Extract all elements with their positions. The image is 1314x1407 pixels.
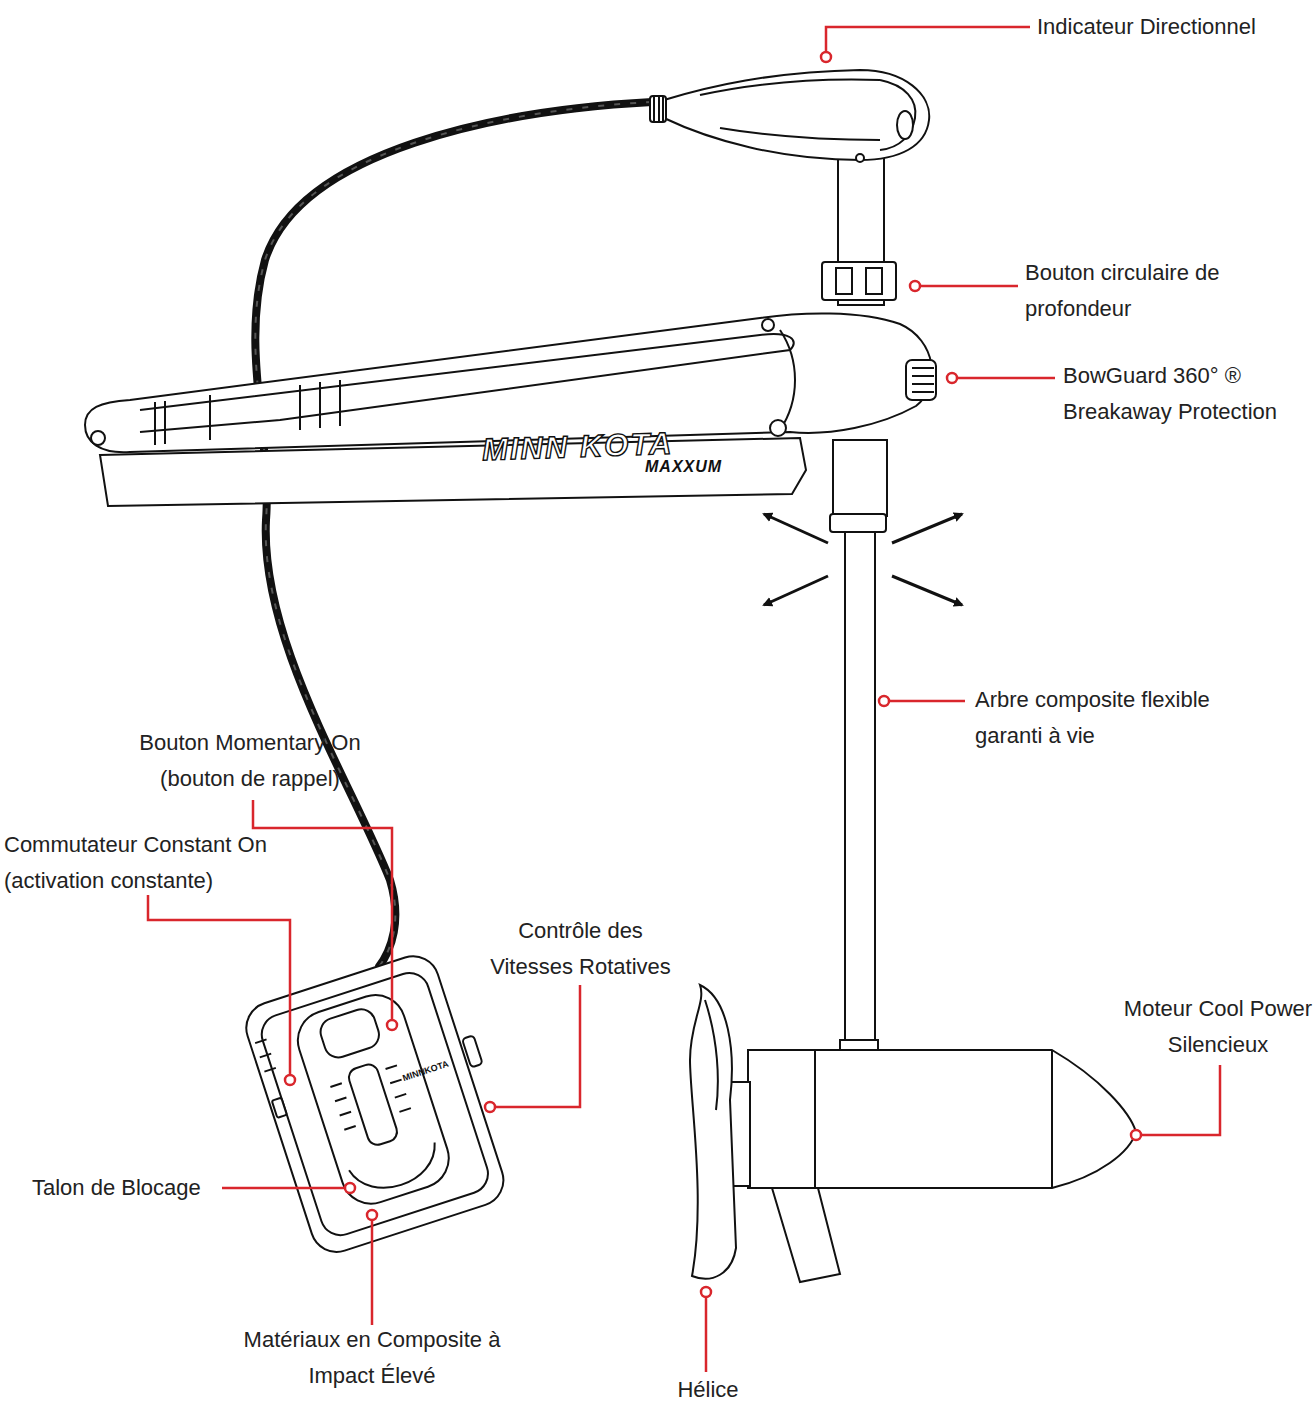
leader-line [253,800,392,1025]
head-detail [856,154,864,162]
pivot [91,431,105,445]
part-label: Moteur Cool Power Silencieux [1122,991,1314,1063]
flex-arrow [892,514,962,543]
leader-dot [1131,1130,1141,1140]
leader-dot [345,1183,355,1193]
vent [912,368,934,392]
part-label: Hélice [666,1372,750,1407]
head-detail [700,80,880,140]
heel-lock [349,1142,444,1198]
cable [255,102,652,968]
leader-dot [485,1102,495,1112]
depth-collar [866,268,882,294]
motor-head [650,70,929,305]
part-label: Indicateur Directionnel [1037,9,1256,45]
momentary-button [317,1006,383,1061]
leader-dot [879,696,889,706]
leader-line [952,377,1055,380]
part-label: Contrôle des Vitesses Rotatives [478,913,683,985]
leader-line [826,27,1030,57]
strain-relief [650,96,666,122]
model-logo: MAXXUM [645,458,722,476]
propeller-blade [690,985,736,1279]
leader-line [490,985,580,1107]
leader-dot [910,281,920,291]
flex-arrow [764,514,828,543]
lower-unit [690,985,1136,1282]
leader-line [915,285,1018,288]
shaft-sleeve [833,440,887,516]
shaft [830,440,887,1044]
head-detail [897,111,913,139]
depth-collar [822,262,896,300]
pivot [770,420,786,436]
leader-line [1136,1065,1220,1135]
arm-detail [140,334,794,432]
flex-arrows [764,514,962,605]
leader-dot [367,1210,377,1220]
arm-detail [780,330,795,430]
part-label: BowGuard 360° ® Breakaway Protection [1063,358,1313,430]
constant-switch [272,1098,287,1118]
pedal-detail [255,1039,276,1071]
arm-detail [155,380,340,445]
leader-line [705,1292,708,1372]
propeller-detail [705,1000,718,1110]
leader-line [884,700,965,703]
strain-relief [654,96,663,122]
pedal-housing [257,968,494,1241]
part-label: Arbre composite flexible garanti à vie [975,682,1247,754]
bow-mount [85,313,936,506]
leader-dot [701,1287,711,1297]
pedal-housing [240,950,511,1259]
motor-body [748,1050,1136,1188]
leader-line [222,1187,350,1190]
composite-shaft [845,532,875,1044]
pedal-plate [290,987,456,1211]
leader-dot [947,373,957,383]
cable-braid [255,102,652,968]
pedal-logo: MINNKOTA [401,1059,450,1083]
vent [906,360,936,400]
part-label: Bouton circulaire de profondeur [1025,255,1220,327]
leader-dots [285,52,1141,1297]
foot-pedal [240,945,525,1259]
head-detail [880,80,915,150]
shaft-collar [830,514,886,532]
leader-line [148,895,290,1080]
leader-dot [387,1020,397,1030]
part-label: Commutateur Constant On (activation cons… [4,827,304,899]
pedal-grip [330,1065,410,1129]
control-head [664,70,929,160]
part-label: Matériaux en Composite à Impact Élevé [226,1322,518,1394]
speed-dial [462,1035,483,1067]
flex-arrow [892,576,962,605]
pivot [762,319,774,331]
skeg [772,1188,840,1282]
leader-line [371,1215,374,1325]
part-label: Bouton Momentary On (bouton de rappel) [130,725,370,797]
motor-detail [815,1050,1052,1188]
leader-dot [821,52,831,62]
part-label: Talon de Blocage [32,1170,201,1206]
flex-arrow [764,576,828,605]
pedal-grip [346,1062,399,1147]
leader-dot [285,1075,295,1085]
depth-collar [836,268,852,294]
